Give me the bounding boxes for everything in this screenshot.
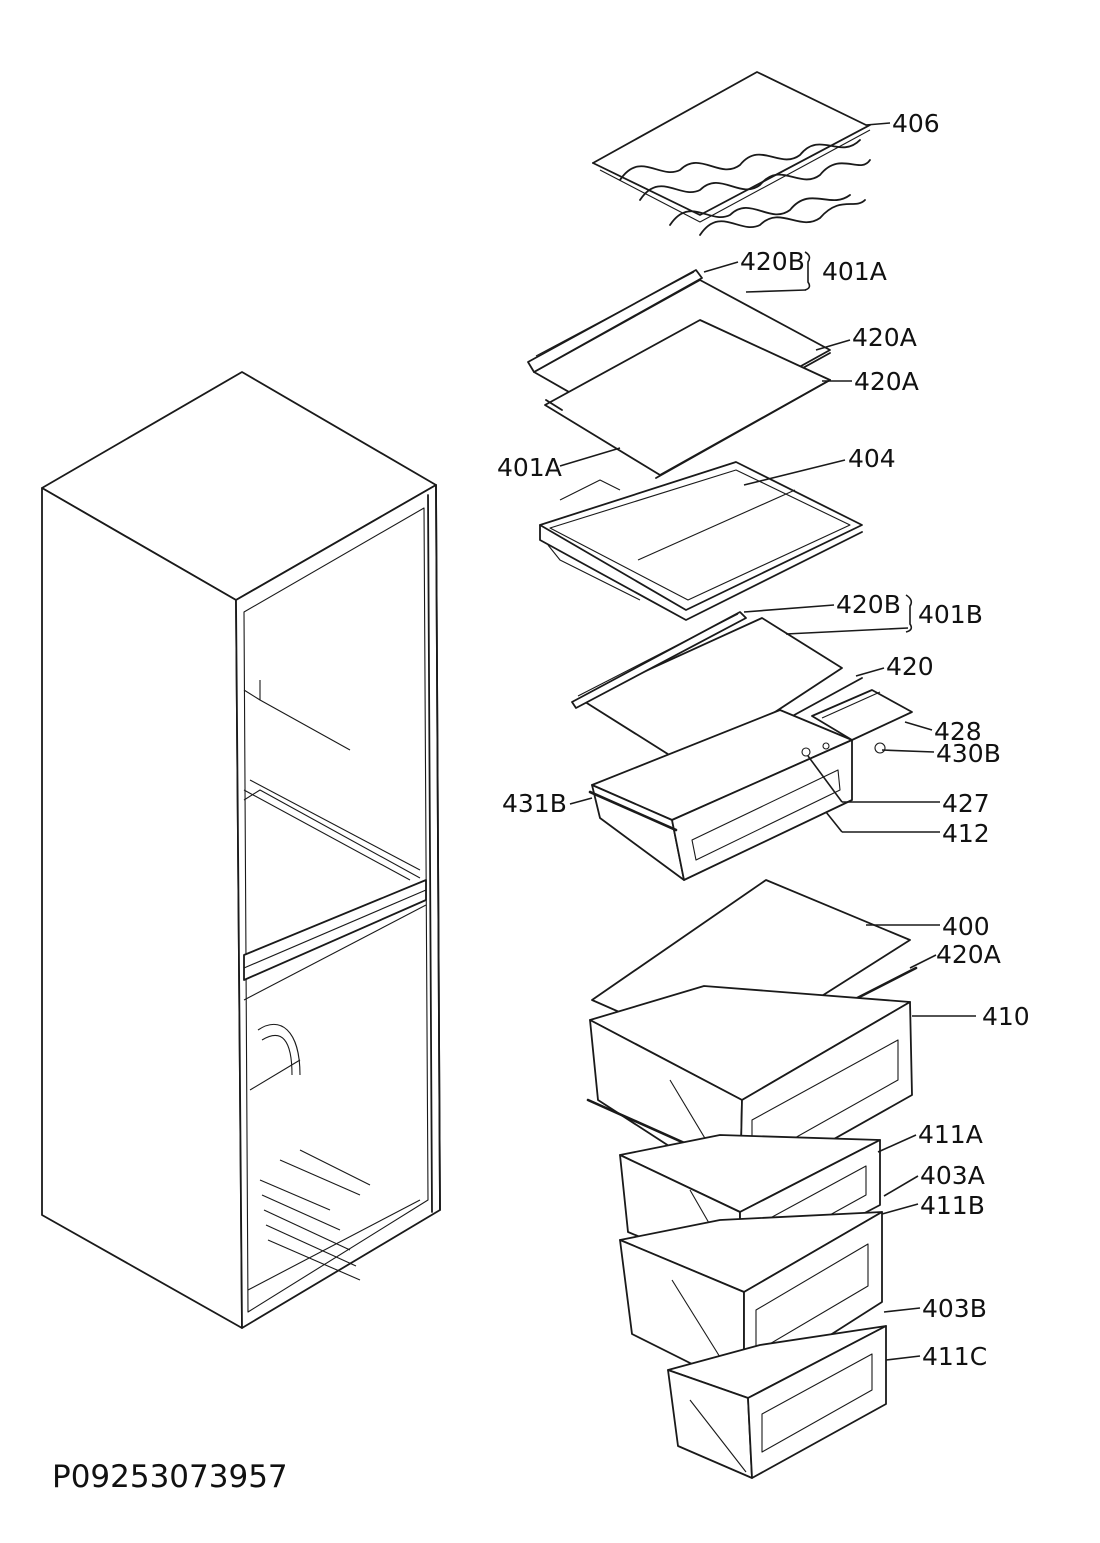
callout-401a-left: 401A xyxy=(497,453,562,482)
split-shelf-404 xyxy=(539,461,863,621)
callout-404: 404 xyxy=(848,444,896,473)
callout-420a-1: 420A xyxy=(852,323,917,352)
callout-420: 420 xyxy=(886,652,934,681)
callout-411b: 411B xyxy=(920,1191,985,1220)
callout-420a-3: 420A xyxy=(936,940,1001,969)
document-code: P09253073957 xyxy=(52,1459,288,1495)
wine-rack xyxy=(592,71,871,236)
callout-428: 428 xyxy=(934,717,982,746)
callout-411c: 411C xyxy=(922,1342,987,1371)
glass-shelf-401b xyxy=(571,611,863,773)
fridge-cabinet xyxy=(41,371,441,1329)
callout-401b: 401B xyxy=(918,600,983,629)
callout-412: 412 xyxy=(942,819,990,848)
callout-420b-top: 420B xyxy=(740,247,805,276)
callout-401a-top: 401A xyxy=(822,257,887,286)
callout-431b: 431B xyxy=(502,789,567,818)
callout-420b-mid: 420B xyxy=(836,590,901,619)
callout-427: 427 xyxy=(942,789,990,818)
callout-400: 400 xyxy=(942,912,990,941)
callout-403a: 403A xyxy=(920,1161,985,1190)
glass-shelf-401a-bottom xyxy=(544,319,831,479)
callout-labels: 406 420B 401A 420A 420A 401A 404 420B 40… xyxy=(497,109,1030,1371)
callout-411a: 411A xyxy=(918,1120,983,1149)
callout-403b: 403B xyxy=(922,1294,987,1323)
callout-420a-2: 420A xyxy=(854,367,919,396)
callout-410: 410 xyxy=(982,1002,1030,1031)
freezer-drawer-411c xyxy=(667,1325,887,1479)
leader-lines xyxy=(559,122,976,1361)
callout-406: 406 xyxy=(892,109,940,138)
callout-430b: 430B xyxy=(936,739,1001,768)
crisper-drawer-412 xyxy=(588,689,913,881)
